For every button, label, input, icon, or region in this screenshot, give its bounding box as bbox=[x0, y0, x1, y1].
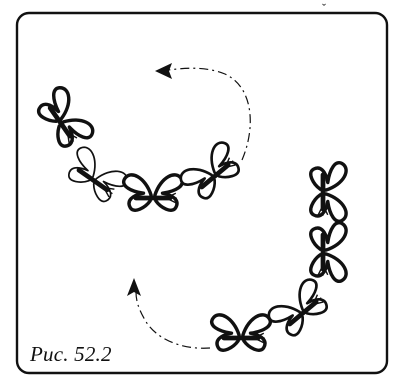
dashed-arrow-icon-top bbox=[155, 63, 251, 161]
figure-frame bbox=[15, 11, 389, 375]
butterfly-icon-4 bbox=[178, 139, 246, 204]
butterfly-icon-8 bbox=[212, 315, 271, 350]
figure-caption: Рис. 52.2 bbox=[30, 342, 112, 366]
butterfly-icon-3 bbox=[124, 175, 183, 210]
dashed-arrow-icon-bottom bbox=[127, 278, 211, 349]
butterfly-icon-2 bbox=[62, 144, 130, 207]
butterfly-icon-5 bbox=[311, 163, 346, 222]
top-mark: ˇ bbox=[322, 1, 326, 15]
butterfly-icon-1 bbox=[33, 85, 96, 153]
butterfly-icon-6 bbox=[311, 223, 346, 282]
butterfly-icon-7 bbox=[266, 276, 334, 341]
